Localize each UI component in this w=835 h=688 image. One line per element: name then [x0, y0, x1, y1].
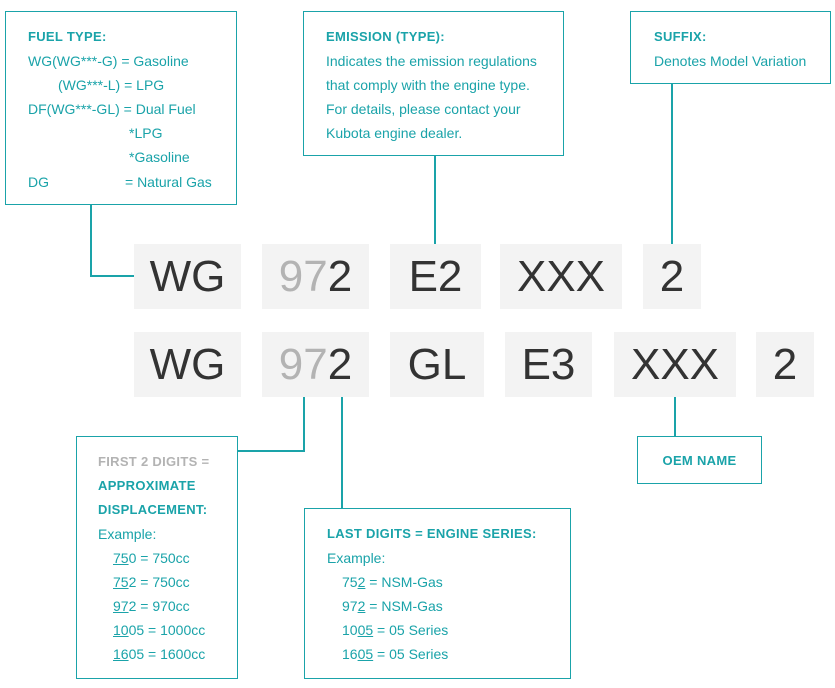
fuel-type-title: FUEL TYPE: [28, 29, 107, 44]
item-prefix: 97 [342, 598, 358, 614]
last-digits-item: 972 = NSM-Gas [342, 598, 443, 614]
fuel-line-natural-gas: = Natural Gas [125, 174, 212, 190]
item-underlined-digits: 2 [357, 574, 366, 590]
last-digits-box: LAST DIGITS = ENGINE SERIES: Example: 75… [304, 508, 571, 679]
fuel-line-dg: DG [28, 174, 49, 190]
fuel-line-dual: DF(WG***-GL) = Dual Fuel [28, 101, 196, 117]
first-digits-item: 750 = 750cc [113, 550, 190, 566]
row1-series-digit: 2 [327, 251, 353, 301]
first-digits-example: Example: [98, 526, 157, 542]
item-underlined-digits: 75 [113, 550, 129, 566]
last-digits-example: Example: [327, 550, 386, 566]
item-rest: 0 = 750cc [128, 550, 190, 566]
item-rest: = NSM-Gas [365, 598, 443, 614]
connector-emission [434, 155, 436, 244]
item-underlined-digits: 05 [357, 646, 374, 662]
emission-line-2: that comply with the engine type. [326, 77, 530, 93]
connector-fuel-h [90, 275, 134, 277]
item-prefix: 16 [342, 646, 358, 662]
connector-last-digits [341, 397, 343, 509]
row2-tile-suffix: 2 [756, 332, 814, 397]
row2-tile-oem: XXX [614, 332, 736, 397]
first-digits-item: 1605 = 1600cc [113, 646, 205, 662]
emission-line-4: Kubota engine dealer. [326, 125, 463, 141]
item-prefix: 75 [342, 574, 358, 590]
emission-line-3: For details, please contact your [326, 101, 521, 117]
item-rest: 2 = 750cc [128, 574, 190, 590]
first-digits-item: 1005 = 1000cc [113, 622, 205, 638]
item-rest: 05 = 1600cc [128, 646, 206, 662]
fuel-type-box: FUEL TYPE: WG(WG***-G) = Gasoline (WG***… [5, 11, 237, 205]
row2-series-digit: 2 [327, 339, 353, 389]
first-digits-box: FIRST 2 DIGITS = APPROXIMATE DISPLACEMEN… [76, 436, 238, 679]
item-rest: 05 = 1000cc [128, 622, 206, 638]
connector-first-digits-h [237, 450, 305, 452]
suffix-text: Denotes Model Variation [654, 53, 807, 69]
fuel-line-dual-lpg: *LPG [129, 125, 163, 141]
last-digits-title: LAST DIGITS = ENGINE SERIES: [327, 526, 537, 541]
row2-displacement-digits: 97 [278, 339, 328, 389]
suffix-box: SUFFIX: Denotes Model Variation [630, 11, 831, 84]
oem-name-label: OEM NAME [662, 453, 737, 468]
connector-first-digits-v [303, 397, 305, 451]
first-digits-title-c: DISPLACEMENT: [98, 502, 208, 517]
first-digits-title-b: APPROXIMATE [98, 478, 196, 493]
row2-tile-emission: E3 [505, 332, 592, 397]
row1-tile-emission: E2 [390, 244, 481, 309]
emission-box: EMISSION (TYPE): Indicates the emission … [303, 11, 564, 156]
item-rest: = NSM-Gas [365, 574, 443, 590]
fuel-line-gasoline: WG(WG***-G) = Gasoline [28, 53, 189, 69]
last-digits-item: 752 = NSM-Gas [342, 574, 443, 590]
item-rest: = 05 Series [373, 646, 449, 662]
connector-suffix [671, 83, 673, 244]
emission-title: EMISSION (TYPE): [326, 29, 445, 44]
row2-tile-fuel: GL [390, 332, 484, 397]
last-digits-item: 1605 = 05 Series [342, 646, 448, 662]
row2-tile-wg: WG [134, 332, 241, 397]
item-underlined-digits: 75 [113, 574, 129, 590]
last-digits-item: 1005 = 05 Series [342, 622, 448, 638]
item-underlined-digits: 2 [357, 598, 366, 614]
row1-tile-suffix: 2 [643, 244, 701, 309]
item-prefix: 10 [342, 622, 358, 638]
emission-line-1: Indicates the emission regulations [326, 53, 537, 69]
first-digits-item: 972 = 970cc [113, 598, 190, 614]
connector-oem [674, 397, 676, 437]
item-rest: = 05 Series [373, 622, 449, 638]
item-underlined-digits: 05 [357, 622, 374, 638]
suffix-title: SUFFIX: [654, 29, 707, 44]
item-underlined-digits: 97 [113, 598, 129, 614]
first-digits-title-a: FIRST 2 DIGITS = [98, 454, 210, 469]
item-underlined-digits: 10 [113, 622, 129, 638]
item-underlined-digits: 16 [113, 646, 129, 662]
item-rest: 2 = 970cc [128, 598, 190, 614]
oem-name-box: OEM NAME [637, 436, 762, 484]
first-digits-item: 752 = 750cc [113, 574, 190, 590]
row1-tile-oem: XXX [500, 244, 622, 309]
fuel-line-dual-gasoline: *Gasoline [129, 149, 190, 165]
row1-tile-wg: WG [134, 244, 241, 309]
connector-fuel [90, 204, 92, 276]
row1-displacement-digits: 97 [278, 251, 328, 301]
fuel-line-lpg: (WG***-L) = LPG [58, 77, 165, 93]
